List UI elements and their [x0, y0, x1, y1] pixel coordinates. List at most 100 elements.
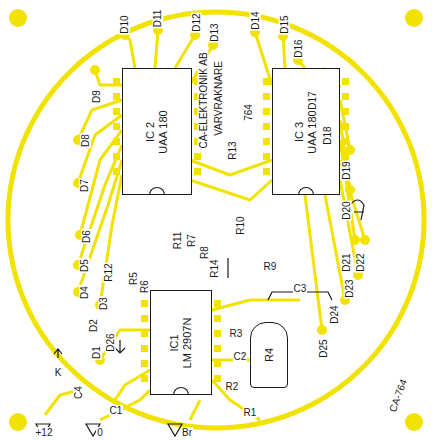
silkscreen-label: K: [54, 367, 63, 378]
led-designator: D18: [321, 125, 332, 145]
led-designator: D3: [97, 296, 108, 311]
ic-pad: [113, 138, 120, 145]
silkscreen-label: R9: [263, 261, 278, 272]
ic-pad: [141, 360, 148, 367]
ic-pad: [342, 123, 349, 130]
ic-pad: [113, 123, 120, 130]
silkscreen-label: R8: [198, 245, 209, 260]
silkscreen-label: R14: [208, 258, 219, 278]
ic-pad: [342, 93, 349, 100]
ic-text-group: IC 3UAA 180: [293, 110, 319, 153]
led-designator: D16: [292, 38, 303, 58]
ic-pad: [263, 78, 270, 85]
pin1-notch: [173, 387, 189, 395]
ic-pad: [263, 168, 270, 175]
silkscreen-label: R13: [226, 140, 237, 160]
silkscreen-label: +12: [35, 427, 54, 438]
ic-pad: [214, 375, 221, 382]
ic-pad: [141, 375, 148, 382]
silkscreen-label: R1: [243, 407, 258, 418]
ic-pad: [263, 108, 270, 115]
led-designator: D11: [152, 8, 163, 28]
ic-pad: [113, 93, 120, 100]
ic-pad: [214, 360, 221, 367]
led-designator: D13: [208, 22, 219, 42]
silkscreen-label: R3: [229, 328, 244, 339]
silkscreen-label: R11: [172, 230, 183, 250]
led-designator: D9: [90, 89, 101, 104]
ic-pad: [141, 345, 148, 352]
led-designator: D22: [354, 252, 365, 272]
led-designator: D6: [80, 229, 91, 244]
part-name: R4: [263, 348, 276, 362]
silkscreen-label: 0: [96, 427, 104, 438]
ic-pad: [113, 153, 120, 160]
led-designator: D25: [317, 338, 328, 358]
ic-pad: [342, 138, 349, 145]
led-designator: D2: [87, 318, 98, 333]
led-designator: D15: [278, 14, 289, 34]
ic-pad: [141, 330, 148, 337]
led-designator: D8: [79, 133, 90, 148]
ic-pad: [214, 315, 221, 322]
part-type: UAA 180: [306, 110, 319, 153]
ic-pad: [214, 345, 221, 352]
pin1-notch: [149, 187, 165, 195]
led-designator: D10: [118, 14, 129, 34]
led-designator: D12: [190, 12, 201, 32]
ic-pad: [194, 153, 201, 160]
ic-text-group: IC 2UAA 180: [144, 110, 170, 153]
ic-pad: [113, 108, 120, 115]
ic-pad: [263, 93, 270, 100]
led-designator: D26: [104, 332, 115, 352]
silkscreen-label: VARVRAKNARE: [213, 60, 224, 137]
led-designator: D5: [78, 258, 89, 273]
silkscreen-label: R10: [234, 215, 245, 235]
silkscreen-label: C2: [233, 351, 248, 362]
part-name: IC1: [168, 317, 181, 368]
led-designator: D23: [343, 278, 354, 298]
led-designator: D7: [78, 178, 89, 193]
silkscreen-label: C3: [293, 283, 308, 294]
ic-pad: [263, 138, 270, 145]
silkscreen-label: R6: [138, 279, 149, 294]
ic-text-group: R4: [263, 348, 276, 362]
part-type: LM 2907N: [181, 317, 194, 368]
ic-pad: [214, 300, 221, 307]
pin1-notch: [298, 187, 314, 195]
ic-pad: [342, 108, 349, 115]
led-designator: D4: [78, 285, 89, 300]
ic-text-group: IC1LM 2907N: [168, 317, 194, 368]
part-type: UAA 180: [157, 110, 170, 153]
silkscreen-label: 764: [243, 103, 254, 122]
led-designator: D17: [306, 90, 317, 110]
part-name: IC 2: [144, 110, 157, 153]
silkscreen-label: C1: [109, 405, 124, 416]
ic-pad: [141, 300, 148, 307]
ic-pad: [342, 153, 349, 160]
ic-pad: [263, 153, 270, 160]
ic-pad: [113, 78, 120, 85]
ic-pad: [194, 168, 201, 175]
led-designator: D21: [340, 252, 351, 272]
silkscreen-label: CA-ELEKTRONIK AB: [197, 51, 208, 149]
trimmer-outline: R4: [250, 322, 288, 388]
ic-pad: [263, 123, 270, 130]
silkscreen-label: R7: [185, 233, 196, 248]
led-designator: D1: [90, 345, 101, 360]
ic-outline: IC 2UAA 180: [122, 68, 192, 195]
ic-pad: [113, 168, 120, 175]
led-designator: D20: [340, 200, 351, 220]
silkscreen-label: R2: [225, 381, 240, 392]
led-designator: D19: [340, 160, 351, 180]
ic-pad: [342, 78, 349, 85]
silkscreen-label: CA-764: [387, 376, 410, 414]
silkscreen-label: R12: [102, 262, 113, 282]
part-name: IC 3: [293, 110, 306, 153]
led-designator: D24: [328, 304, 339, 324]
silkscreen-label: R5: [127, 271, 138, 286]
ic-pad: [141, 315, 148, 322]
silkscreen-label: C4: [72, 385, 83, 400]
ic-pad: [214, 330, 221, 337]
